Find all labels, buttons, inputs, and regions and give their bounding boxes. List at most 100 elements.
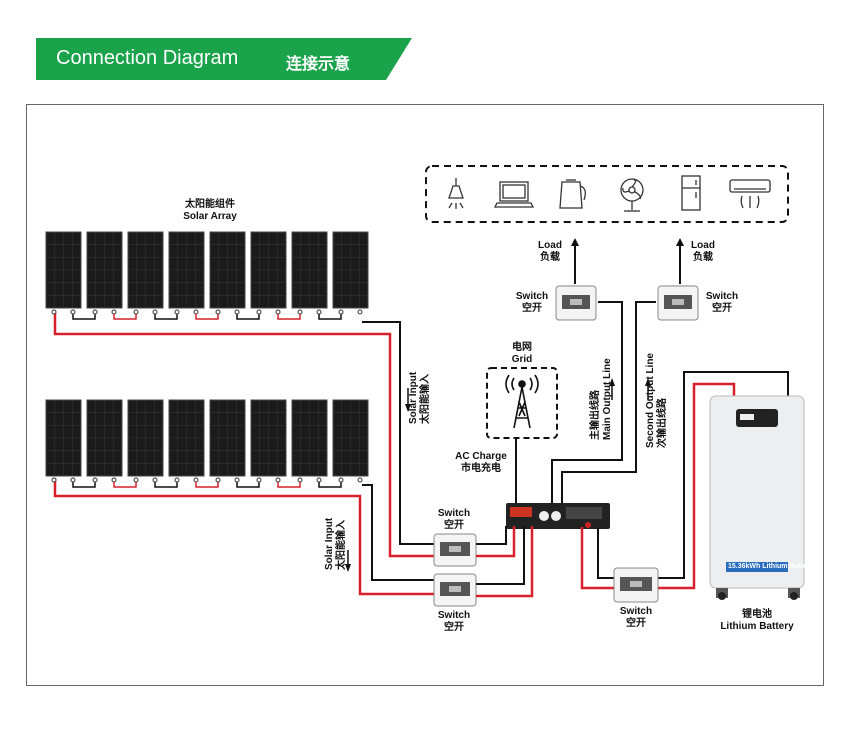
switch-load-left-cn: 空开 xyxy=(522,303,542,314)
solar-input-top-cn: 太阳能输入 xyxy=(420,374,431,424)
ac-charge-en: AC Charge xyxy=(455,451,507,462)
switch-load-left-en: Switch xyxy=(515,291,549,302)
page-title: Connection Diagram xyxy=(56,47,239,69)
battery-label-en: Lithium Battery xyxy=(720,621,794,632)
panel-link xyxy=(318,314,342,320)
solar-input-bottom-cn: 太阳能输入 xyxy=(336,520,347,570)
load-right-en: Load xyxy=(691,240,715,251)
kettle-icon xyxy=(559,179,586,209)
grid-label-en: Grid xyxy=(511,354,533,365)
solar-panel xyxy=(45,231,82,315)
battery-brand: Lithium Battery xyxy=(762,563,814,570)
main-output-en: Main Output Line xyxy=(602,358,613,440)
panel-link xyxy=(277,314,301,320)
load-right-cn: 负载 xyxy=(693,252,713,263)
load-right-label: Load 负载 xyxy=(686,240,720,264)
solar-input-bottom-en: Solar Input xyxy=(324,517,335,570)
battery-face: 15.36kWh Lithium Battery xyxy=(728,563,814,571)
solar-panel xyxy=(250,399,287,483)
solar-panel xyxy=(168,231,205,315)
solar-array-label: 太阳能组件 Solar Array xyxy=(170,199,250,223)
switch-load-right-label: Switch 空开 xyxy=(702,291,742,315)
solar-panel xyxy=(168,399,205,483)
solar-panel xyxy=(86,231,123,315)
panel-link xyxy=(154,482,178,488)
fridge-icon xyxy=(681,175,701,211)
switch-solar-top-en: Switch xyxy=(437,508,471,519)
panel-link xyxy=(236,482,260,488)
switch-battery-en: Switch xyxy=(619,606,653,617)
solar-panel xyxy=(127,231,164,315)
load-left-label: Load 负载 xyxy=(533,240,567,264)
panel-link xyxy=(195,314,219,320)
switch-load-left-icon xyxy=(555,285,597,321)
solar-array-label-en: Solar Array xyxy=(183,211,237,222)
panel-link xyxy=(113,482,137,488)
laptop-icon xyxy=(493,181,535,208)
panel-link xyxy=(113,314,137,320)
switch-load-right-cn: 空开 xyxy=(712,303,732,314)
panel-link xyxy=(195,482,219,488)
switch-solar-top-icon xyxy=(433,533,477,567)
solar-panel xyxy=(45,399,82,483)
grid-label-cn: 电网 xyxy=(512,342,532,353)
header-banner: Connection Diagram 连接示意 xyxy=(36,38,412,80)
diagram-frame xyxy=(26,104,824,686)
lithium-battery-icon xyxy=(709,395,805,600)
ac-charge-cn: 市电充电 xyxy=(461,463,501,474)
battery-capacity: 15.36kWh xyxy=(728,563,761,570)
switch-load-right-icon xyxy=(657,285,699,321)
switch-solar-bottom-en: Switch xyxy=(437,610,471,621)
solar-array-bottom xyxy=(45,399,369,488)
solar-panel xyxy=(209,231,246,315)
second-output-en: Second Output Line xyxy=(645,353,656,448)
grid-box xyxy=(486,367,558,439)
battery-label: 锂电池 Lithium Battery xyxy=(710,609,804,633)
switch-solar-bottom-cn: 空开 xyxy=(444,622,464,633)
air-conditioner-icon xyxy=(729,179,771,209)
main-output-cn: 主输出线路 xyxy=(590,390,601,440)
grid-tower-icon xyxy=(505,374,539,429)
panel-link xyxy=(318,482,342,488)
switch-solar-top-label: Switch 空开 xyxy=(432,508,476,532)
solar-panel xyxy=(332,399,369,483)
lamp-icon xyxy=(448,178,464,209)
panel-link xyxy=(277,482,301,488)
battery-label-cn: 锂电池 xyxy=(742,609,772,620)
banner-shape xyxy=(36,38,412,80)
switch-load-right-en: Switch xyxy=(705,291,739,302)
solar-panel xyxy=(291,399,328,483)
load-left-cn: 负载 xyxy=(540,252,560,263)
page-subtitle: 连接示意 xyxy=(286,56,351,73)
switch-battery-label: Switch 空开 xyxy=(614,606,658,630)
loads-box xyxy=(425,165,789,223)
panel-link xyxy=(72,482,96,488)
inverter-icon xyxy=(506,503,610,529)
second-output-cn: 次输出线路 xyxy=(657,398,668,448)
solar-array-top xyxy=(45,231,369,320)
solar-input-bottom-label: Solar Input 太阳能输入 xyxy=(324,518,348,570)
panel-link xyxy=(236,314,260,320)
load-left-en: Load xyxy=(538,240,562,251)
solar-input-top-en: Solar Input xyxy=(408,371,419,424)
solar-panel xyxy=(250,231,287,315)
main-output-label: 主输出线路 Main Output Line xyxy=(590,358,614,440)
solar-array-label-cn: 太阳能组件 xyxy=(185,199,235,210)
solar-panel xyxy=(127,399,164,483)
grid-label: 电网 Grid xyxy=(502,342,542,366)
panel-link xyxy=(72,314,96,320)
fan-icon xyxy=(620,178,644,212)
second-output-label: Second Output Line 次输出线路 xyxy=(645,353,669,448)
switch-battery-cn: 空开 xyxy=(626,618,646,629)
solar-input-top-label: Solar Input 太阳能输入 xyxy=(408,372,432,424)
solar-panel xyxy=(332,231,369,315)
solar-panel xyxy=(209,399,246,483)
solar-panel xyxy=(291,231,328,315)
switch-load-left-label: Switch 空开 xyxy=(512,291,552,315)
switch-solar-bottom-label: Switch 空开 xyxy=(432,610,476,634)
switch-solar-top-cn: 空开 xyxy=(444,520,464,531)
switch-battery-icon xyxy=(613,567,659,603)
solar-panel xyxy=(86,399,123,483)
panel-link xyxy=(154,314,178,320)
